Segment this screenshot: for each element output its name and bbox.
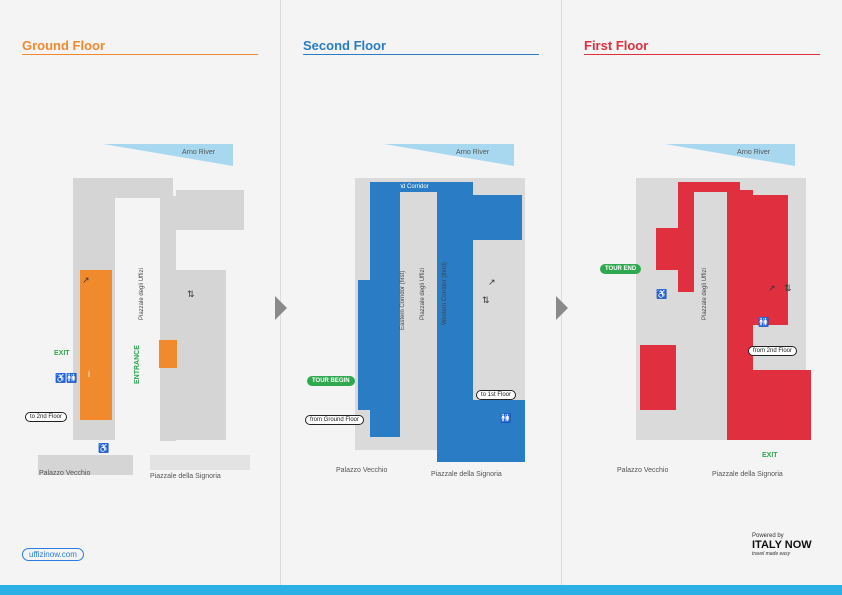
from-2nd-floor-callout: from 2nd Floor: [748, 346, 798, 356]
first-d-rooms: [640, 345, 676, 410]
stairs-icon: ↗: [82, 275, 90, 285]
palazzo-vecchio-label: Palazzo Vecchio: [617, 467, 669, 474]
to-2nd-floor-callout: to 2nd Floor: [25, 412, 68, 422]
arno-river: [665, 144, 795, 166]
river-label: Arno River: [182, 149, 216, 156]
first-t-rooms: [752, 195, 788, 325]
divider: [561, 0, 562, 585]
palazzo-vecchio-block: [38, 455, 133, 475]
piazzale-signoria-label: Piazzale della Signoria: [431, 471, 502, 478]
east-rooms: [358, 280, 400, 410]
entrance-label: ENTRANCE: [134, 345, 141, 384]
website-link[interactable]: uffizinow.com: [22, 548, 84, 561]
piazzale-uffizi-label: Piazzale degli Uffizi: [420, 268, 426, 320]
brand-name: ITALY NOW: [752, 539, 812, 551]
western-corridor-label: Western Corridor (third): [442, 262, 448, 325]
piazzale-signoria-label: Piazzale della Signoria: [150, 473, 221, 480]
stairs-icon: ↗: [488, 277, 496, 287]
second-floor-title: Second Floor: [303, 38, 387, 53]
river-label: Arno River: [737, 149, 771, 156]
title-underline: [584, 54, 820, 55]
palazzo-vecchio-label: Palazzo Vecchio: [336, 467, 388, 474]
wheelchair-icon: ♿: [55, 373, 67, 383]
ground-floor-title: Ground Floor: [22, 38, 106, 53]
ground-floor-area: [80, 270, 112, 420]
title-underline: [303, 54, 539, 55]
north-rooms: [452, 195, 522, 240]
elevator-icon: ⇅: [482, 295, 490, 305]
exit-label: EXIT: [54, 350, 70, 357]
piazzale-signoria-label: Piazzale della Signoria: [712, 471, 783, 478]
arno-river: [384, 144, 514, 166]
eastern-corridor-label: Eastern Corridor (first): [400, 270, 406, 330]
first-floor-title: First Floor: [584, 38, 649, 53]
tour-end-badge: TOUR END: [600, 264, 642, 274]
piazzale-uffizi-label: Piazzale degli Uffizi: [702, 268, 708, 320]
italy-now-brand: Powered by ITALY NOW travel made easy: [752, 533, 812, 557]
elevator-icon: ⇅: [187, 289, 195, 299]
palazzo-vecchio-label: Palazzo Vecchio: [39, 470, 91, 477]
ground-floor-panel: [0, 0, 280, 585]
next-arrow-icon: [275, 296, 287, 320]
to-1st-floor-callout: to 1st Floor: [476, 390, 517, 400]
second-corridor: 2nd Corridor: [370, 182, 454, 192]
from-ground-floor-callout: from Ground Floor: [305, 415, 365, 425]
rooms-96-99: [656, 228, 678, 270]
info-icon: i: [88, 369, 90, 379]
restroom-icon: 🚻: [758, 317, 770, 327]
first-east-rooms: [678, 182, 694, 292]
restroom-icon: 🚻: [500, 413, 512, 423]
divider: [280, 0, 281, 585]
bottom-bar: [0, 585, 842, 595]
brand-tagline: travel made easy: [752, 551, 791, 557]
elevator-icon: ⇅: [784, 283, 792, 293]
arno-river: [103, 144, 233, 166]
building-annex: [176, 190, 244, 230]
stairs-icon: ↗: [768, 283, 776, 293]
piazza-block: [150, 455, 250, 470]
wheelchair-icon: ♿: [656, 289, 668, 299]
first-south-rooms: [727, 370, 811, 440]
wheelchair-icon: ♿: [98, 443, 110, 453]
second-corridor-label: 2nd Corridor: [395, 184, 429, 190]
title-underline: [22, 54, 258, 55]
south-wing: [437, 400, 525, 462]
piazzale-uffizi-label: Piazzale degli Uffizi: [139, 268, 145, 320]
building-west: [160, 196, 176, 441]
building-north: [113, 178, 173, 198]
river-label: Arno River: [456, 149, 490, 156]
restroom-icon: 🚻: [66, 373, 78, 383]
powered-by: Powered by: [752, 533, 784, 539]
tour-begin-badge: TOUR BEGIN: [307, 376, 355, 386]
room-89: [678, 182, 740, 192]
building-annex: [176, 270, 226, 440]
exit-label: EXIT: [762, 452, 778, 459]
ground-annex: [159, 340, 177, 368]
next-arrow-icon: [556, 296, 568, 320]
